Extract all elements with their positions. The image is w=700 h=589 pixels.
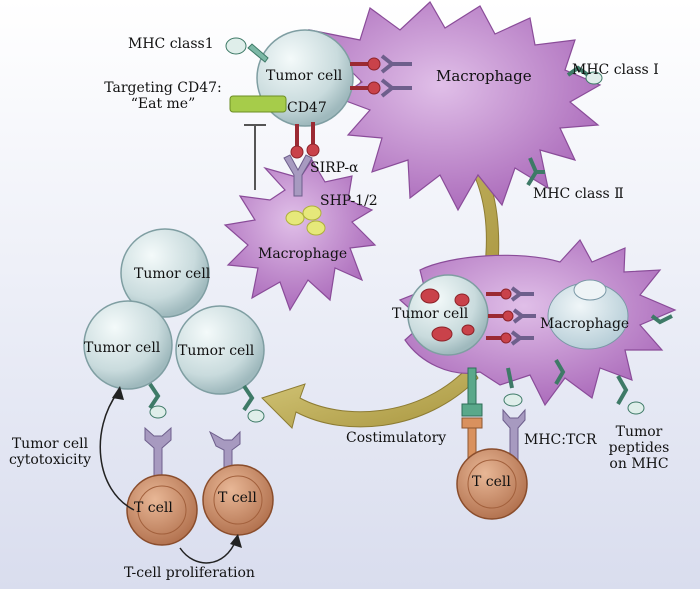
label-tumor-peptides-line3: on MHC bbox=[609, 456, 669, 472]
label-tumor-cell-cluster-top: Tumor cell bbox=[134, 266, 211, 282]
label-mhc-tcr: MHC:TCR bbox=[524, 432, 597, 448]
peptide-mhc-molecule bbox=[554, 314, 673, 405]
t-cell-left-nucleus bbox=[137, 485, 187, 535]
label-tumor-peptides-line1: Tumor bbox=[615, 424, 663, 440]
t-cell-left bbox=[126, 474, 198, 546]
label-targeting-cd47-line2: “Eat me” bbox=[130, 96, 196, 112]
peptide bbox=[627, 401, 645, 415]
tumor-macrophage-synapse bbox=[350, 54, 412, 98]
t-cell-right bbox=[456, 448, 528, 520]
shp-molecule bbox=[285, 210, 305, 226]
label-tumor-cell-top: Tumor cell bbox=[266, 68, 343, 84]
t-cell-right-nucleus bbox=[467, 459, 517, 509]
mhc-class-i-right-molecule bbox=[566, 65, 603, 85]
label-macrophage-center: Macrophage bbox=[258, 246, 348, 262]
proliferation-arrow bbox=[179, 539, 237, 564]
macrophage-center-shape bbox=[223, 158, 377, 312]
label-targeting-cd47-line1: Targeting CD47: bbox=[104, 80, 222, 96]
cytotoxicity-arrow bbox=[99, 391, 135, 511]
cytotoxicity-arrowhead bbox=[112, 386, 124, 400]
tumor-fragments bbox=[420, 288, 475, 342]
phagosome-synapse bbox=[486, 286, 536, 346]
cluster-mhc-left bbox=[144, 382, 172, 479]
label-t-cell-left: T cell bbox=[134, 500, 173, 516]
label-t-cell-proliferation: T-cell proliferation bbox=[124, 565, 255, 581]
label-mhc-class-ii: MHC class Ⅱ bbox=[533, 186, 624, 202]
label-cd47: CD47 bbox=[287, 100, 327, 116]
antigen-presentation-arrow bbox=[261, 364, 479, 429]
label-tumor-cell-engulfed: Tumor cell bbox=[392, 306, 469, 322]
shp-molecule bbox=[302, 205, 322, 221]
cd47-ligand bbox=[290, 122, 320, 159]
label-tumor-cell-cytotoxicity: Tumor cell cytotoxicity bbox=[0, 436, 100, 468]
proliferation-arrowhead bbox=[230, 534, 242, 548]
label-tumor-cell-cytotoxicity-line1: Tumor cell bbox=[11, 436, 89, 452]
label-t-cell-middle: T cell bbox=[218, 490, 257, 506]
mhc-tcr-pair bbox=[502, 367, 526, 461]
label-t-cell-right: T cell bbox=[472, 474, 511, 490]
macrophage-top-shape bbox=[308, 1, 602, 212]
label-tumor-peptides-line2: peptides bbox=[608, 440, 670, 456]
label-tumor-peptides: Tumor peptides on MHC bbox=[604, 424, 674, 472]
mhc-class-ii-molecule bbox=[526, 157, 545, 187]
shp-molecule bbox=[306, 220, 326, 236]
label-costimulatory: Costimulatory bbox=[346, 430, 447, 446]
label-tumor-cell-cytotoxicity-line2: cytotoxicity bbox=[8, 452, 92, 468]
label-mhc-class1-left: MHC class1 bbox=[128, 36, 214, 52]
sirp-alpha-receptor bbox=[283, 154, 313, 197]
label-macrophage-right: Macrophage bbox=[540, 316, 630, 332]
label-mhc-class-i: MHC class Ⅰ bbox=[572, 62, 659, 78]
costimulatory-pair bbox=[461, 367, 483, 461]
macrophage-right-vesicle bbox=[573, 279, 607, 301]
label-tumor-cell-cluster-left: Tumor cell bbox=[84, 340, 161, 356]
cluster-mhc-right bbox=[208, 384, 265, 477]
tumor-cell-cluster-top bbox=[120, 228, 210, 318]
t-cell-middle-nucleus bbox=[213, 475, 263, 525]
label-tumor-cell-cluster-right: Tumor cell bbox=[178, 343, 255, 359]
tumor-cell-cluster-left bbox=[83, 300, 173, 390]
label-macrophage-top: Macrophage bbox=[436, 67, 532, 85]
mhc-class1-left-molecule bbox=[225, 37, 269, 63]
label-sirp-alpha: SIRP-α bbox=[310, 160, 359, 176]
label-shp: SHP-1/2 bbox=[320, 193, 378, 209]
anti-cd47-antibody bbox=[229, 95, 287, 113]
label-targeting-cd47: Targeting CD47: “Eat me” bbox=[88, 80, 238, 112]
tumor-cell-cluster-right bbox=[175, 305, 265, 395]
